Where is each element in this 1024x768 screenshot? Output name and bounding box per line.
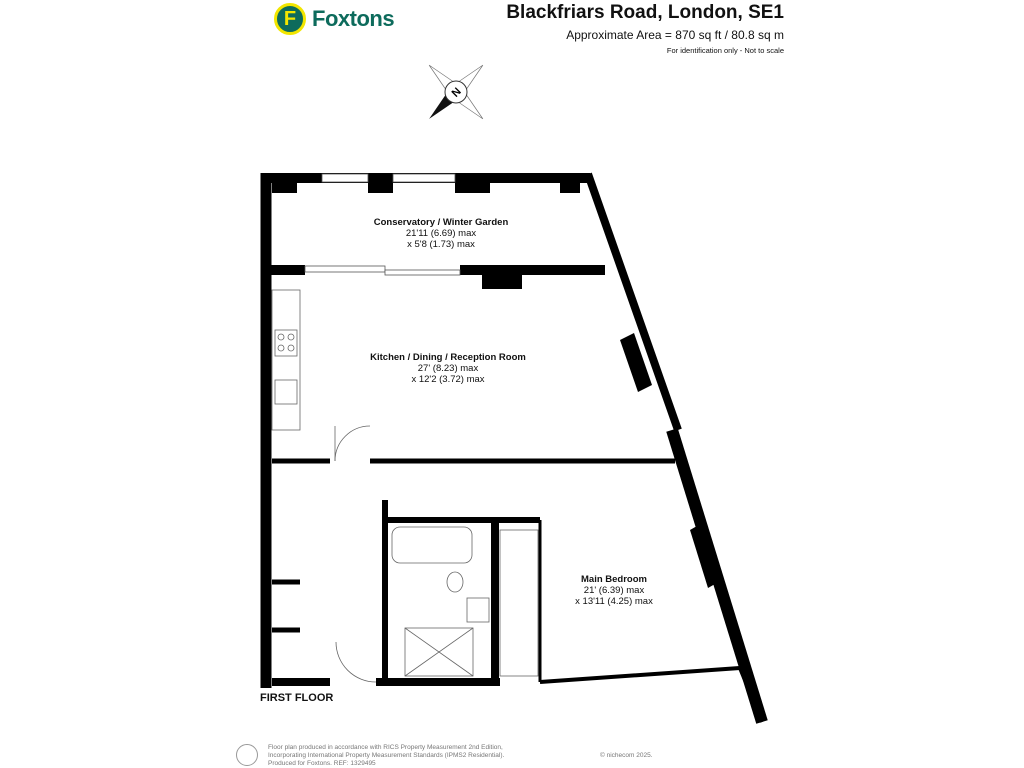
logo-badge: F bbox=[274, 3, 306, 35]
room-dim: 21' (6.39) max bbox=[583, 585, 645, 596]
door-swing bbox=[334, 425, 371, 462]
footer-line: Floor plan produced in accordance with R… bbox=[268, 744, 503, 751]
person-icon bbox=[236, 744, 258, 766]
hob-icon bbox=[274, 329, 298, 357]
wardrobe bbox=[499, 529, 539, 677]
basin-icon bbox=[466, 597, 490, 623]
room-main-bedroom: Main Bedroom 21' (6.39) max x 13'11 (4.2… bbox=[575, 574, 653, 607]
wall-piers bbox=[272, 183, 722, 588]
room-kitchen-dining-reception: Kitchen / Dining / Reception Room 27' (8… bbox=[370, 352, 526, 385]
brand-name: Foxtons bbox=[312, 6, 395, 31]
footer-line: Incorporating International Property Mea… bbox=[268, 752, 505, 759]
windows bbox=[304, 173, 461, 276]
room-conservatory: Conservatory / Winter Garden 21'11 (6.69… bbox=[374, 217, 509, 250]
approximate-area: Approximate Area = 870 sq ft / 80.8 sq m bbox=[566, 28, 784, 42]
walls bbox=[260, 172, 768, 724]
toilet-icon bbox=[446, 571, 464, 593]
bath-icon bbox=[391, 526, 473, 564]
room-dim: x 13'11 (4.25) max bbox=[575, 596, 653, 607]
floor-label: FIRST FLOOR bbox=[260, 692, 334, 704]
room-dim: x 12'2 (3.72) max bbox=[411, 374, 485, 385]
room-name: Kitchen / Dining / Reception Room bbox=[370, 352, 526, 363]
scale-note: For identification only - Not to scale bbox=[666, 46, 784, 55]
footer-text: Floor plan produced in accordance with R… bbox=[268, 744, 504, 768]
sink-icon bbox=[274, 379, 298, 405]
foxtons-logo: F Foxtons bbox=[274, 3, 395, 35]
shower-icon bbox=[404, 627, 474, 677]
footer-line: Produced for Foxtons. REF: 1329495 bbox=[268, 760, 376, 767]
entrance-door-swing bbox=[335, 641, 377, 683]
kitchen-fittings bbox=[271, 289, 371, 462]
copyright: © nichecom 2025. bbox=[600, 752, 653, 759]
bathroom-fittings bbox=[335, 526, 539, 683]
room-name: Main Bedroom bbox=[581, 574, 647, 585]
compass-icon bbox=[428, 64, 484, 120]
room-name: Conservatory / Winter Garden bbox=[373, 217, 509, 228]
room-dim: x 5'8 (1.73) max bbox=[407, 239, 475, 250]
property-title: Blackfriars Road, London, SE1 bbox=[506, 2, 784, 23]
room-dim: 21'11 (6.69) max bbox=[405, 228, 477, 239]
room-dim: 27' (8.23) max bbox=[417, 363, 479, 374]
